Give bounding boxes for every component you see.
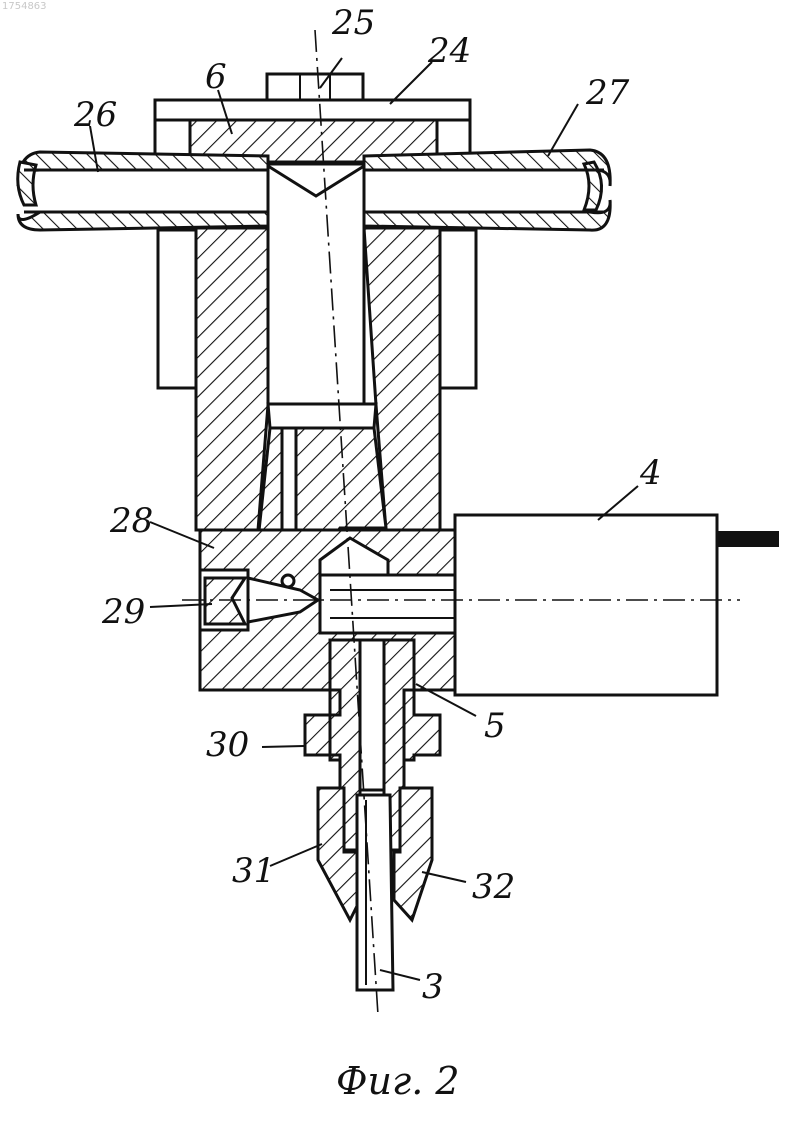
label-30: 30 (206, 725, 249, 765)
label-5: 5 (484, 706, 506, 746)
figure-caption: Фиг. 2 (336, 1059, 460, 1103)
housing-28 (200, 530, 455, 690)
label-32: 32 (472, 867, 515, 907)
label-27: 27 (585, 73, 630, 113)
label-3: 3 (422, 967, 444, 1007)
label-6: 6 (205, 57, 227, 97)
label-4: 4 (639, 453, 662, 493)
label-28: 28 (109, 501, 153, 541)
motor-4 (455, 515, 779, 695)
label-25: 25 (331, 3, 375, 43)
cap-plate-24 (155, 74, 470, 120)
label-29: 29 (101, 592, 145, 632)
label-24: 24 (427, 31, 471, 71)
label-31: 31 (232, 851, 275, 891)
central-bore (268, 164, 376, 428)
watermark: 1754863 (2, 1, 47, 12)
label-26: 26 (73, 95, 117, 135)
